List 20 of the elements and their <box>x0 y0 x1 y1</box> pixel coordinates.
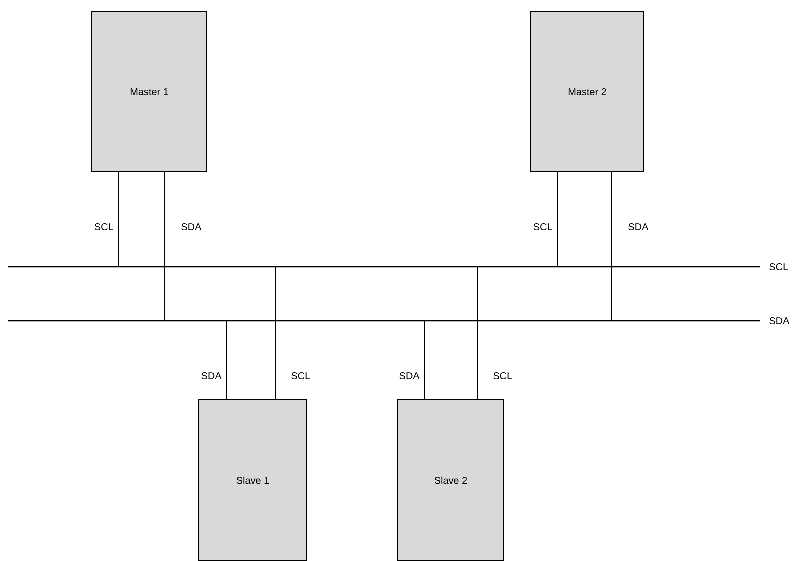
wire-label: SCL <box>292 372 310 380</box>
wire-label: SCL <box>494 372 512 380</box>
wire <box>118 172 120 268</box>
wire <box>164 172 166 322</box>
wire <box>226 320 228 400</box>
device-box: Slave 2 <box>398 400 504 561</box>
wire-label: SCL <box>534 223 552 231</box>
bus-label: SCL <box>770 263 788 271</box>
bus-line <box>8 266 760 268</box>
wire-label: SDA <box>628 223 649 231</box>
device-box: Master 2 <box>530 12 644 172</box>
device-box: Slave 1 <box>198 400 308 561</box>
device-box: Master 1 <box>92 12 208 172</box>
wire-label: SCL <box>94 223 114 231</box>
bus-line <box>8 320 760 322</box>
wire-label: SDA <box>182 223 202 231</box>
wire-label: SDA <box>400 372 420 380</box>
wire-label: SDA <box>202 372 222 380</box>
bus-label: SDA <box>770 317 790 325</box>
wire <box>424 320 426 400</box>
